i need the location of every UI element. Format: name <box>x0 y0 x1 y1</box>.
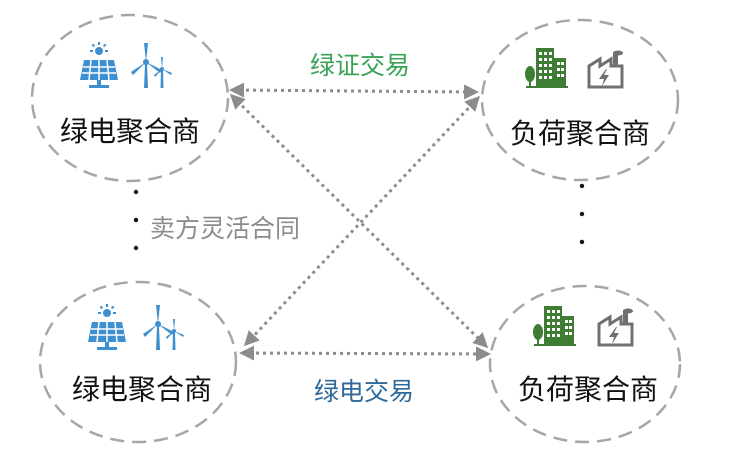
node-circle-top-left <box>30 13 230 183</box>
edge-label-cross: 卖方灵活合同 <box>150 214 301 243</box>
arrow-bottom <box>239 345 491 362</box>
arrow-cross-up <box>243 95 481 347</box>
node-label-top-right: 负荷聚合商 <box>509 117 651 150</box>
node-label-bottom-right: 负荷聚合商 <box>517 373 659 406</box>
wind-turbine-icon <box>143 305 184 350</box>
factory-icon <box>597 308 634 347</box>
factory-icon <box>587 50 624 89</box>
arrow-top <box>229 82 479 100</box>
wind-turbine-icon <box>131 43 172 88</box>
node-label-top-left: 绿电聚合商 <box>59 115 201 148</box>
node-circle-bottom-left <box>38 280 238 444</box>
office-buildings-icon <box>525 48 568 88</box>
edge-label-top: 绿证交易 <box>309 51 411 80</box>
edge-label-bottom: 绿电交易 <box>313 377 415 406</box>
node-circle-bottom-right <box>488 284 682 444</box>
node-label-bottom-left: 绿电聚合商 <box>71 373 213 406</box>
solar-panel-icon <box>88 304 126 350</box>
office-buildings-icon <box>533 306 576 346</box>
ellipsis-left <box>133 189 139 251</box>
ellipsis-right <box>579 183 585 245</box>
solar-panel-icon <box>80 42 118 88</box>
node-circle-top-right <box>480 18 680 182</box>
